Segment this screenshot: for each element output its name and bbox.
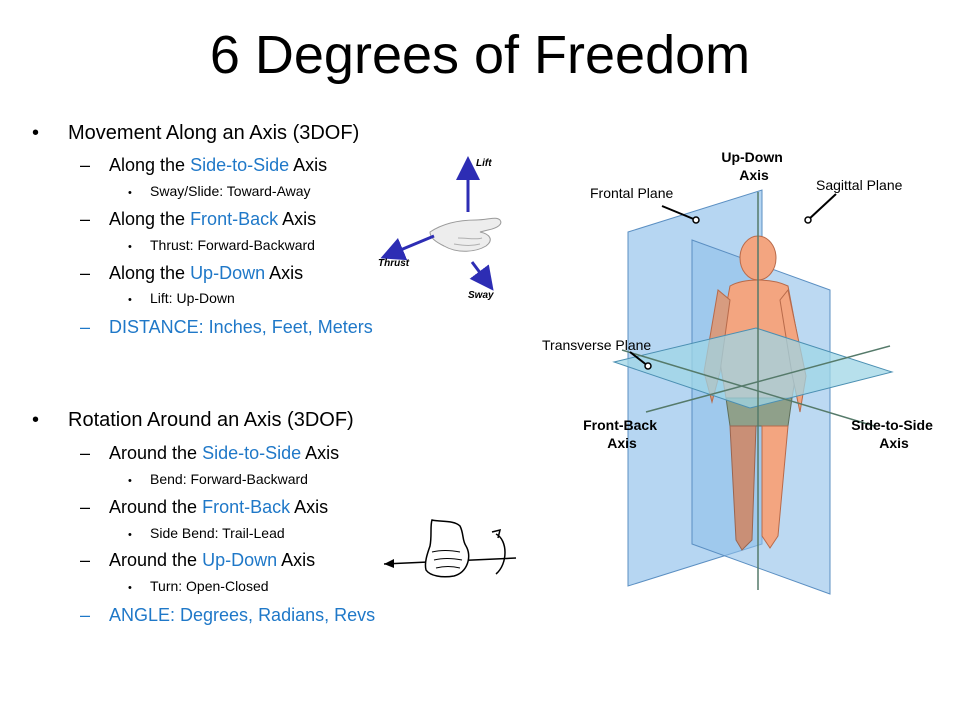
side-to-side-axis-label: Side-to-Side Axis (851, 417, 937, 451)
sub-bullet-mark: • (128, 475, 132, 487)
side-to-side-line-2: Axis (879, 435, 909, 451)
axis-name: Side-to-Side (190, 155, 290, 175)
item-prefix: Around the (109, 443, 203, 463)
item-suffix: Axis (301, 443, 340, 463)
detail-text: Turn: Open-Closed (150, 578, 269, 594)
rotation-arc-icon (495, 533, 506, 575)
translation-item-up-down: –Along the Up-Down Axis (80, 262, 303, 284)
front-back-line-2: Axis (607, 435, 637, 451)
translation-item-side-to-side: –Along the Side-to-Side Axis (80, 154, 327, 176)
rotation-item-side-to-side: –Around the Side-to-Side Axis (80, 442, 339, 464)
item-suffix: Axis (277, 550, 316, 570)
rotation-item-up-down: –Around the Up-Down Axis (80, 549, 315, 571)
frontal-plane-label: Frontal Plane (590, 185, 673, 201)
fist-rotation-diagram (383, 519, 517, 578)
transverse-plane (612, 327, 894, 409)
detail-text: Thrust: Forward-Backward (150, 237, 315, 253)
sagittal-plane-label: Sagittal Plane (816, 177, 903, 193)
dash-mark: – (80, 605, 91, 625)
detail-text: Sway/Slide: Toward-Away (150, 183, 311, 199)
translation-detail-lift: • Lift: Up-Down (128, 289, 235, 309)
rotation-arc-head-icon (491, 528, 502, 539)
pointing-hand-icon (429, 217, 502, 252)
anatomical-planes-diagram: Up-Down Axis Frontal Plane Sagittal Plan… (542, 149, 937, 595)
dash-mark: – (80, 263, 91, 283)
rotation-detail-turn: • Turn: Open-Closed (128, 577, 269, 597)
rotation-item-front-back: –Around the Front-Back Axis (80, 496, 328, 518)
dash-mark: – (80, 155, 91, 175)
lift-label: Lift (476, 158, 492, 169)
dash-mark: – (80, 317, 91, 337)
transverse-plane-leader (629, 351, 649, 367)
axis-name: Side-to-Side (202, 443, 302, 463)
dash-mark: – (80, 550, 91, 570)
item-prefix: Around the (109, 550, 203, 570)
rotation-detail-bend: • Bend: Forward-Backward (128, 470, 308, 490)
units-text: DISTANCE: Inches, Feet, Meters (109, 317, 373, 337)
frontal-plane-pointer-icon (692, 216, 700, 224)
axis-name: Up-Down (190, 263, 266, 283)
sagittal-plane-pointer-icon (804, 216, 812, 224)
slide-title: 6 Degrees of Freedom (209, 25, 751, 85)
rotation-detail-side-bend: • Side Bend: Trail-Lead (128, 524, 285, 544)
axis-name: Front-Back (202, 497, 291, 517)
translation-item-front-back: –Along the Front-Back Axis (80, 208, 316, 230)
item-prefix: Along the (109, 155, 191, 175)
translation-detail-sway: • Sway/Slide: Toward-Away (128, 182, 311, 202)
side-to-side-axis-line (645, 345, 891, 413)
frontal-plane-leader (661, 205, 697, 221)
detail-text: Bend: Forward-Backward (150, 471, 308, 487)
thrust-arrow (380, 234, 435, 261)
dash-mark: – (80, 497, 91, 517)
bullet-mark: • (32, 409, 40, 431)
item-suffix: Axis (265, 263, 304, 283)
dash-mark: – (80, 209, 91, 229)
sagittal-plane-leader (807, 193, 837, 221)
transverse-plane-pointer-icon (644, 362, 652, 370)
arrow-head-icon (384, 559, 394, 568)
axis-name: Front-Back (190, 209, 279, 229)
sub-bullet-mark: • (128, 529, 132, 541)
fist-icon (424, 519, 470, 578)
up-down-line-2: Axis (739, 167, 769, 183)
detail-text: Side Bend: Trail-Lead (150, 525, 285, 541)
side-to-side-line-1: Side-to-Side (851, 417, 933, 433)
rotation-heading: Rotation Around an Axis (3DOF) (68, 409, 354, 431)
translation-units: –DISTANCE: Inches, Feet, Meters (80, 316, 373, 338)
detail-text: Lift: Up-Down (150, 290, 235, 306)
bullet-translation: • Movement Along an Axis (3DOF) (32, 121, 359, 145)
item-prefix: Around the (109, 497, 203, 517)
translation-heading: Movement Along an Axis (3DOF) (68, 122, 360, 144)
item-suffix: Axis (289, 155, 328, 175)
item-prefix: Along the (109, 209, 191, 229)
up-down-axis-label: Up-Down Axis (721, 149, 786, 183)
axis-name: Up-Down (202, 550, 278, 570)
front-back-axis-label: Front-Back Axis (583, 417, 661, 451)
up-down-line-1: Up-Down (721, 149, 782, 165)
sway-label: Sway (468, 290, 494, 301)
thrust-label: Thrust (378, 258, 410, 269)
units-text: ANGLE: Degrees, Radians, Revs (109, 605, 376, 625)
rotation-units: –ANGLE: Degrees, Radians, Revs (80, 604, 375, 626)
sway-arrow (469, 261, 494, 291)
bullet-rotation: • Rotation Around an Axis (3DOF) (32, 408, 354, 432)
translation-detail-thrust: • Thrust: Forward-Backward (128, 236, 315, 256)
sub-bullet-mark: • (128, 294, 132, 306)
dash-mark: – (80, 443, 91, 463)
front-back-line-1: Front-Back (583, 417, 657, 433)
sub-bullet-mark: • (128, 241, 132, 253)
item-prefix: Along the (109, 263, 191, 283)
transverse-plane-label: Transverse Plane (542, 337, 651, 353)
bullet-mark: • (32, 122, 40, 144)
front-back-axis-line (621, 349, 875, 427)
item-suffix: Axis (290, 497, 329, 517)
hand-axes-diagram: Lift Thrust Sway (378, 156, 502, 301)
sub-bullet-mark: • (128, 582, 132, 594)
item-suffix: Axis (278, 209, 317, 229)
sub-bullet-mark: • (128, 187, 132, 199)
